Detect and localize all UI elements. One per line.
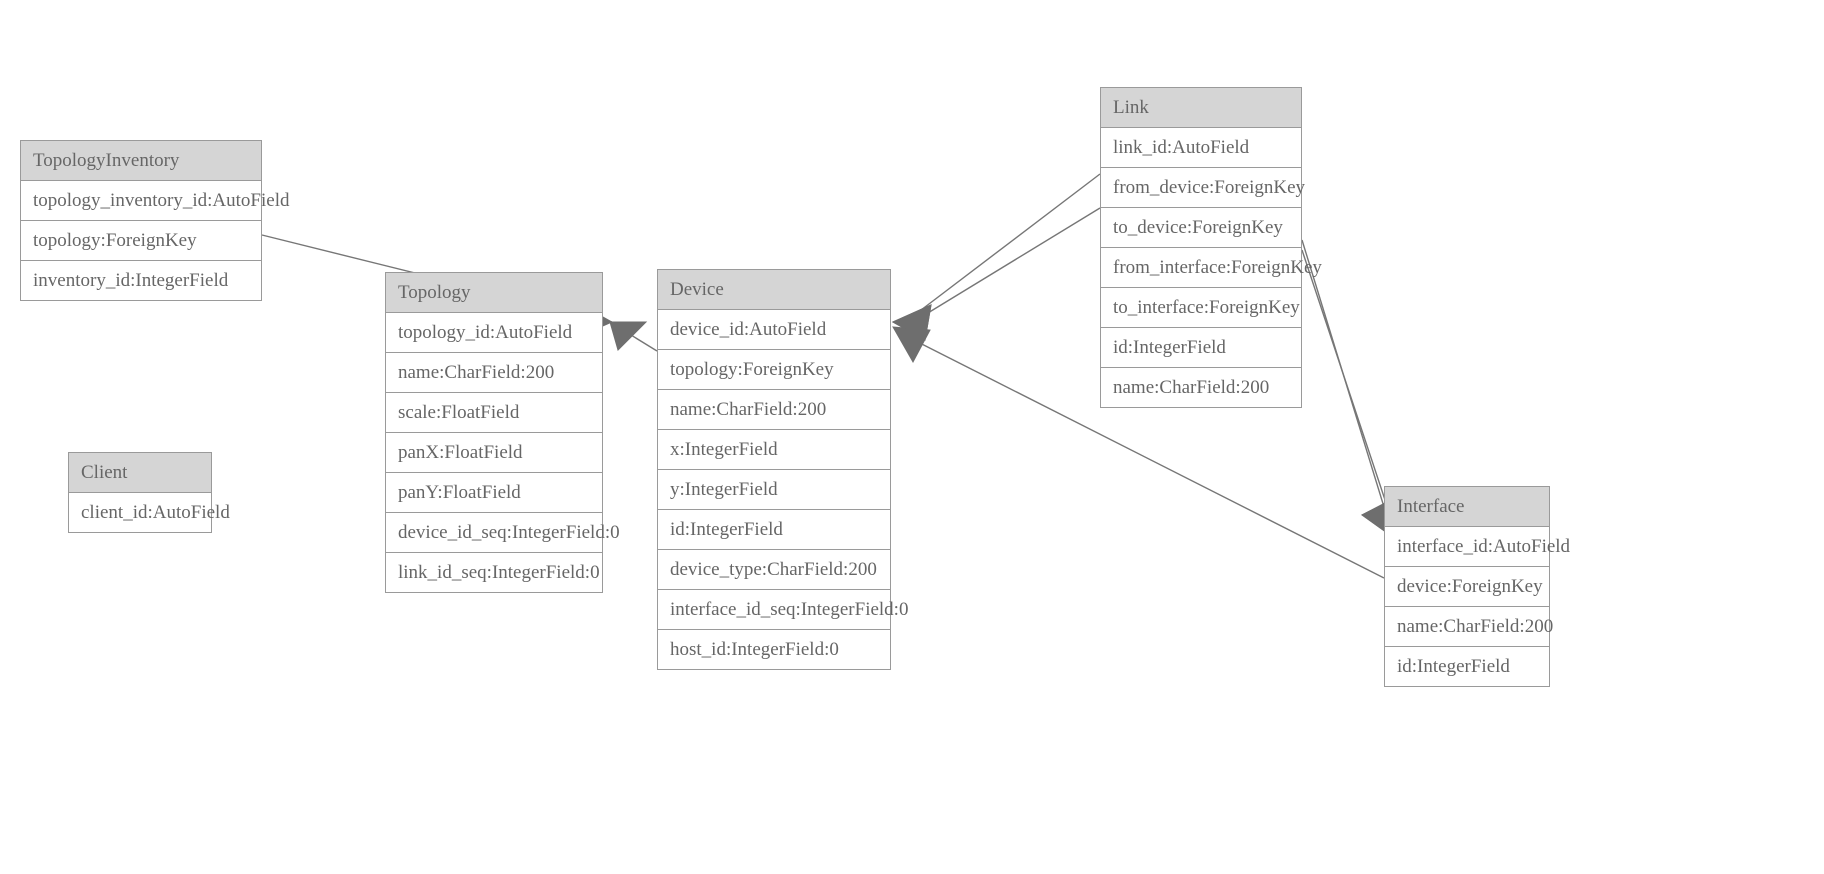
relationship-link-from-device	[891, 173, 1101, 341]
entity-field-row[interactable]: name:CharField:200	[1385, 607, 1553, 647]
entity-field-row[interactable]: name:CharField:200	[386, 353, 602, 393]
entity-field-row[interactable]: interface_id:AutoField	[1385, 527, 1570, 567]
relationship-line	[1301, 239, 1393, 534]
entity-field-row[interactable]: from_device:ForeignKey	[1101, 168, 1305, 208]
entity-field-row[interactable]: link_id:AutoField	[1101, 128, 1301, 168]
entity-title-link: Link	[1101, 88, 1301, 128]
entity-field-row[interactable]: name:CharField:200	[658, 390, 890, 430]
entity-field-row[interactable]: to_device:ForeignKey	[1101, 208, 1301, 248]
entity-field-row[interactable]: from_interface:ForeignKey	[1101, 248, 1322, 288]
relationship-link-to-device	[891, 207, 1101, 341]
relationship-link-from-interface	[1301, 239, 1393, 536]
relationship-device-topology	[609, 321, 658, 352]
entity-field-row[interactable]: id:IntegerField	[658, 510, 890, 550]
relationship-line	[1301, 249, 1397, 534]
entity-title-device: Device	[658, 270, 890, 310]
entity-field-row[interactable]: x:IntegerField	[658, 430, 890, 470]
entity-field-row[interactable]: topology_id:AutoField	[386, 313, 602, 353]
entity-field-row[interactable]: link_id_seq:IntegerField:0	[386, 553, 602, 592]
relationship-arrowhead	[891, 304, 932, 341]
entity-field-row[interactable]: device_id_seq:IntegerField:0	[386, 513, 620, 553]
entity-field-row[interactable]: id:IntegerField	[1385, 647, 1549, 686]
entity-field-row[interactable]: y:IntegerField	[658, 470, 890, 510]
relationship-arrowhead	[891, 304, 932, 341]
entity-title-client: Client	[69, 453, 211, 493]
entity-field-row[interactable]: id:IntegerField	[1101, 328, 1301, 368]
relationship-line	[899, 173, 1101, 327]
entity-field-row[interactable]: client_id:AutoField	[69, 493, 230, 532]
entity-field-row[interactable]: interface_id_seq:IntegerField:0	[658, 590, 908, 630]
entity-field-row[interactable]: panY:FloatField	[386, 473, 602, 513]
entity-field-row[interactable]: device:ForeignKey	[1385, 567, 1549, 607]
relationship-arrowhead	[892, 326, 931, 364]
entity-field-row[interactable]: name:CharField:200	[1101, 368, 1301, 407]
entity-field-row[interactable]: inventory_id:IntegerField	[21, 261, 261, 300]
entity-field-row[interactable]: device_id:AutoField	[658, 310, 890, 350]
entity-field-row[interactable]: host_id:IntegerField:0	[658, 630, 890, 669]
entity-title-interface: Interface	[1385, 487, 1549, 527]
relationship-line	[612, 323, 658, 352]
entity-title-topologyinventory: TopologyInventory	[21, 141, 261, 181]
entity-field-row[interactable]: topology_inventory_id:AutoField	[21, 181, 290, 221]
entity-field-row[interactable]: panX:FloatField	[386, 433, 602, 473]
relationship-link-to-interface	[1301, 249, 1397, 536]
entity-field-row[interactable]: device_type:CharField:200	[658, 550, 890, 590]
entity-field-row[interactable]: topology:ForeignKey	[21, 221, 261, 261]
relationship-line	[899, 207, 1101, 331]
entity-field-row[interactable]: to_interface:ForeignKey	[1101, 288, 1301, 328]
entity-field-row[interactable]: scale:FloatField	[386, 393, 602, 433]
entity-title-topology: Topology	[386, 273, 602, 313]
relationship-arrowhead	[609, 321, 648, 351]
entity-field-row[interactable]: topology:ForeignKey	[658, 350, 890, 390]
